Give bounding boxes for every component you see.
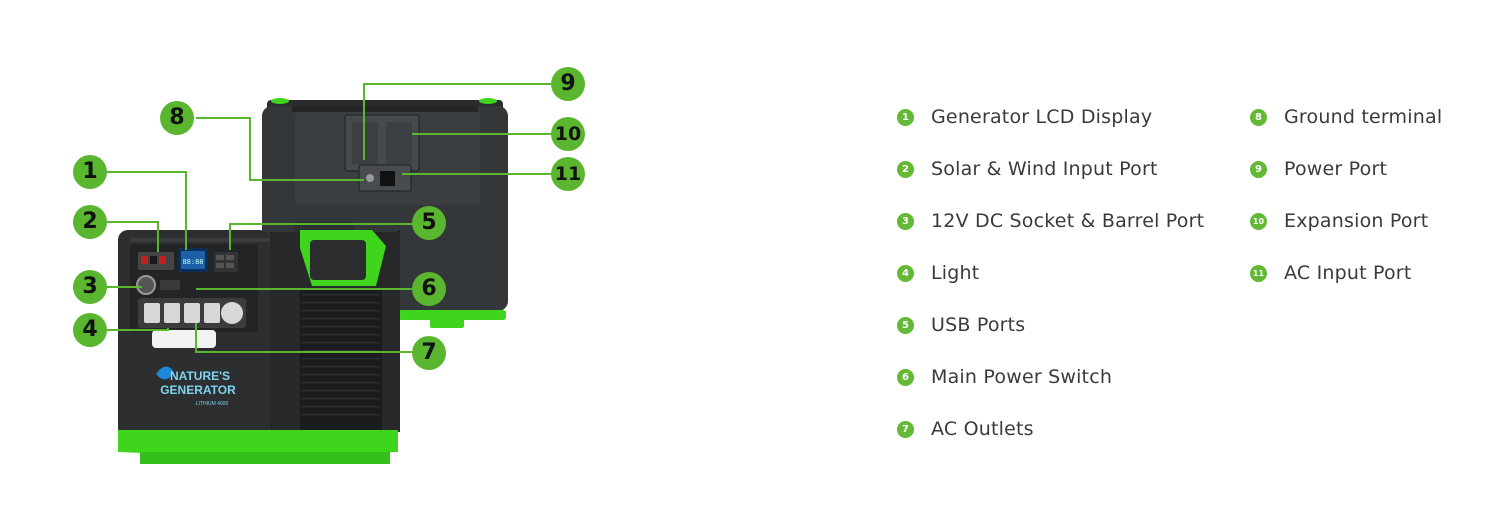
legend-label: USB Ports bbox=[931, 314, 1026, 336]
legend-label: Light bbox=[931, 262, 980, 284]
legend-number-badge: 7 bbox=[897, 420, 914, 438]
legend-number-badge: 6 bbox=[897, 368, 914, 386]
brand-line1: NATURE'S bbox=[170, 369, 230, 383]
legend-label: 12V DC Socket & Barrel Port bbox=[931, 210, 1205, 232]
callout-badge-1: 1 bbox=[73, 155, 107, 189]
legend-item: 9 Power Port bbox=[1250, 156, 1442, 182]
legend-item: 2 Solar & Wind Input Port bbox=[897, 156, 1204, 182]
legend-label: Expansion Port bbox=[1284, 210, 1429, 232]
callout-badge-5: 5 bbox=[412, 206, 446, 240]
legend-item: 5 USB Ports bbox=[897, 312, 1204, 338]
legend-column-right: 8 Ground terminal 9 Power Port 10 Expans… bbox=[1250, 104, 1442, 312]
legend-label: AC Outlets bbox=[931, 418, 1034, 440]
brand-line2: GENERATOR bbox=[160, 383, 236, 397]
legend-item: 10 Expansion Port bbox=[1250, 208, 1442, 234]
legend-label: AC Input Port bbox=[1284, 262, 1412, 284]
callout-badge-2: 2 bbox=[73, 205, 107, 239]
legend-label: Generator LCD Display bbox=[931, 106, 1153, 128]
legend-label: Ground terminal bbox=[1284, 106, 1443, 128]
legend-number-badge: 8 bbox=[1250, 108, 1267, 126]
legend-item: 7 AC Outlets bbox=[897, 416, 1204, 442]
legend-number-badge: 11 bbox=[1250, 264, 1267, 282]
legend-number-badge: 1 bbox=[897, 108, 914, 126]
legend-number-badge: 4 bbox=[897, 264, 914, 282]
callout-badge-10: 10 bbox=[551, 117, 585, 151]
generator-illustration: 88:88 NATURE'S GENERATOR LITHIUM 4000 bbox=[96, 83, 552, 464]
legend-number-badge: 5 bbox=[897, 316, 914, 334]
product-figure: 88:88 NATURE'S GENERATOR LITHIUM 4000 bbox=[0, 0, 620, 517]
legend-number-badge: 9 bbox=[1250, 160, 1267, 178]
callout-lines bbox=[96, 83, 552, 353]
legend-number-badge: 2 bbox=[897, 160, 914, 178]
callout-badge-6: 6 bbox=[412, 272, 446, 306]
lcd-readout: 88:88 bbox=[182, 258, 203, 266]
callout-badge-7: 7 bbox=[412, 336, 446, 370]
legend-column-left: 1 Generator LCD Display 2 Solar & Wind I… bbox=[897, 104, 1204, 468]
callout-badge-4: 4 bbox=[73, 313, 107, 347]
callout-badge-8: 8 bbox=[160, 101, 194, 135]
legend-item: 8 Ground terminal bbox=[1250, 104, 1442, 130]
legend-label: Power Port bbox=[1284, 158, 1388, 180]
legend-item: 11 AC Input Port bbox=[1250, 260, 1442, 286]
callout-badge-9: 9 bbox=[551, 67, 585, 101]
legend-item: 4 Light bbox=[897, 260, 1204, 286]
callout-badge-3: 3 bbox=[73, 270, 107, 304]
legend-number-badge: 3 bbox=[897, 212, 914, 230]
legend-label: Solar & Wind Input Port bbox=[931, 158, 1158, 180]
callout-badge-11: 11 bbox=[551, 157, 585, 191]
model-tag: LITHIUM 4000 bbox=[196, 401, 229, 407]
legend-item: 6 Main Power Switch bbox=[897, 364, 1204, 390]
legend-item: 1 Generator LCD Display bbox=[897, 104, 1204, 130]
legend-item: 3 12V DC Socket & Barrel Port bbox=[897, 208, 1204, 234]
generator-front-view: 88:88 NATURE'S GENERATOR LITHIUM 4000 bbox=[118, 230, 400, 464]
legend-label: Main Power Switch bbox=[931, 366, 1113, 388]
legend-number-badge: 10 bbox=[1250, 212, 1267, 230]
